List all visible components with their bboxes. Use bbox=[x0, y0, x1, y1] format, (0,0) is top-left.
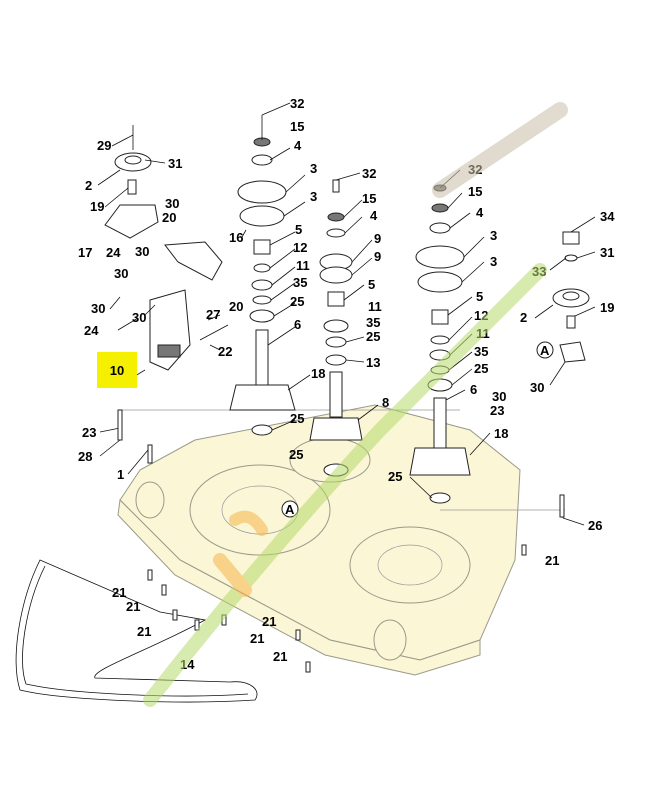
callout-20: 20 bbox=[162, 210, 176, 225]
callout-30: 30 bbox=[91, 301, 105, 316]
callout-35: 35 bbox=[293, 275, 307, 290]
callout-18: 18 bbox=[311, 366, 325, 381]
callout-6: 6 bbox=[294, 317, 301, 332]
callout-17: 17 bbox=[78, 245, 92, 260]
callout-35: 35 bbox=[366, 315, 380, 330]
callout-23: 23 bbox=[82, 425, 96, 440]
right-idler-assembly bbox=[552, 231, 590, 363]
spindle-assembly-right bbox=[409, 184, 471, 504]
callout-25: 25 bbox=[290, 411, 304, 426]
mower-deck bbox=[117, 404, 565, 676]
callout-9: 9 bbox=[374, 231, 381, 246]
callout-30: 30 bbox=[530, 380, 544, 395]
callout-30: 30 bbox=[135, 244, 149, 259]
callout-34: 34 bbox=[600, 209, 615, 224]
callout-24: 24 bbox=[84, 323, 99, 338]
callout-4: 4 bbox=[370, 208, 378, 223]
callout-5: 5 bbox=[476, 289, 483, 304]
callout-26: 26 bbox=[588, 518, 602, 533]
callout-21: 21 bbox=[545, 553, 559, 568]
callout-21: 21 bbox=[273, 649, 287, 664]
callout-12: 12 bbox=[293, 240, 307, 255]
mounting-screws bbox=[117, 409, 565, 673]
callout-4: 4 bbox=[294, 138, 302, 153]
callout-15: 15 bbox=[362, 191, 376, 206]
callout-32: 32 bbox=[290, 96, 304, 111]
callout-labels: 32 15 4 3 3 5 12 11 35 25 6 18 25 16 29 … bbox=[78, 96, 615, 672]
callout-9: 9 bbox=[374, 249, 381, 264]
callout-18: 18 bbox=[494, 426, 508, 441]
callout-24: 24 bbox=[106, 245, 121, 260]
callout-31: 31 bbox=[168, 156, 182, 171]
callout-13: 13 bbox=[366, 355, 380, 370]
callout-15: 15 bbox=[468, 184, 482, 199]
callout-21: 21 bbox=[137, 624, 151, 639]
callout-3: 3 bbox=[490, 228, 497, 243]
callout-21: 21 bbox=[112, 585, 126, 600]
detail-marker-1: A bbox=[281, 500, 299, 518]
callout-3: 3 bbox=[310, 189, 317, 204]
callout-27: 27 bbox=[206, 307, 220, 322]
left-idler-assembly bbox=[104, 152, 229, 371]
callout-19: 19 bbox=[600, 300, 614, 315]
callout-20: 20 bbox=[229, 299, 243, 314]
callout-25: 25 bbox=[388, 469, 402, 484]
callout-2: 2 bbox=[85, 178, 92, 193]
callout-5: 5 bbox=[368, 277, 375, 292]
callout-32: 32 bbox=[362, 166, 376, 181]
callout-21: 21 bbox=[126, 599, 140, 614]
callout-16: 16 bbox=[229, 230, 243, 245]
callout-2: 2 bbox=[520, 310, 527, 325]
callout-8: 8 bbox=[382, 395, 389, 410]
callout-35: 35 bbox=[474, 344, 488, 359]
callout-29: 29 bbox=[97, 138, 111, 153]
callout-21: 21 bbox=[250, 631, 264, 646]
detail-marker-label: A bbox=[285, 502, 295, 517]
callout-30: 30 bbox=[492, 389, 506, 404]
callout-22: 22 bbox=[218, 344, 232, 359]
spindle-assembly-left bbox=[229, 137, 296, 436]
callout-30: 30 bbox=[132, 310, 146, 325]
callout-25: 25 bbox=[474, 361, 488, 376]
detail-marker-2: A bbox=[536, 341, 554, 359]
callout-31: 31 bbox=[600, 245, 614, 260]
watermark-logo bbox=[143, 102, 568, 707]
callout-25: 25 bbox=[289, 447, 303, 462]
callout-23: 23 bbox=[490, 403, 504, 418]
detail-marker-label: A bbox=[540, 343, 550, 358]
callout-28: 28 bbox=[78, 449, 92, 464]
callout-19: 19 bbox=[90, 199, 104, 214]
callout-4: 4 bbox=[476, 205, 484, 220]
callout-21: 21 bbox=[262, 614, 276, 629]
spindle-assembly-middle bbox=[309, 179, 363, 477]
callout-25: 25 bbox=[366, 329, 380, 344]
drive-belt bbox=[15, 559, 258, 703]
callout-3: 3 bbox=[490, 254, 497, 269]
highlighted-part-10: 10 bbox=[97, 352, 137, 388]
callout-30: 30 bbox=[165, 196, 179, 211]
callout-30: 30 bbox=[114, 266, 128, 281]
callout-5: 5 bbox=[295, 222, 302, 237]
callout-11: 11 bbox=[368, 299, 382, 314]
callout-25: 25 bbox=[290, 294, 304, 309]
callout-15: 15 bbox=[290, 119, 304, 134]
callout-11: 11 bbox=[296, 258, 310, 273]
callout-1: 1 bbox=[117, 467, 124, 482]
callout-6: 6 bbox=[470, 382, 477, 397]
callout-3: 3 bbox=[310, 161, 317, 176]
